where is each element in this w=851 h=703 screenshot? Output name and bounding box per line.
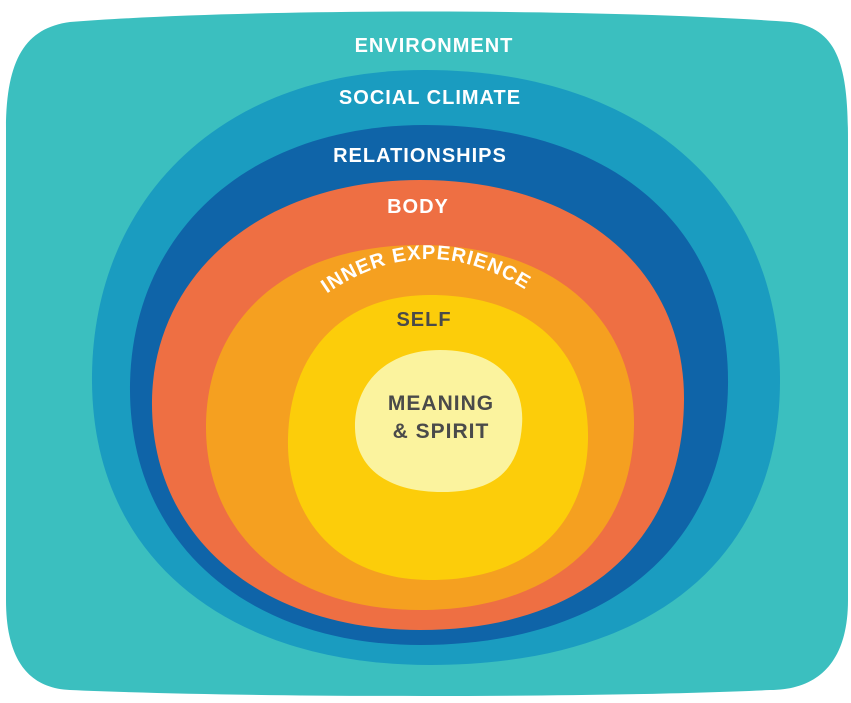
layer-meaning-spirit bbox=[354, 350, 523, 492]
label-meaning-line1: MEANING bbox=[388, 392, 494, 415]
label-relationships: RELATIONSHIPS bbox=[333, 145, 507, 167]
label-self: SELF bbox=[396, 309, 451, 331]
label-social-climate: SOCIAL CLIMATE bbox=[339, 87, 521, 109]
label-environment: ENVIRONMENT bbox=[355, 35, 514, 57]
label-body: BODY bbox=[387, 196, 449, 218]
label-meaning-line2: & SPIRIT bbox=[393, 420, 490, 443]
